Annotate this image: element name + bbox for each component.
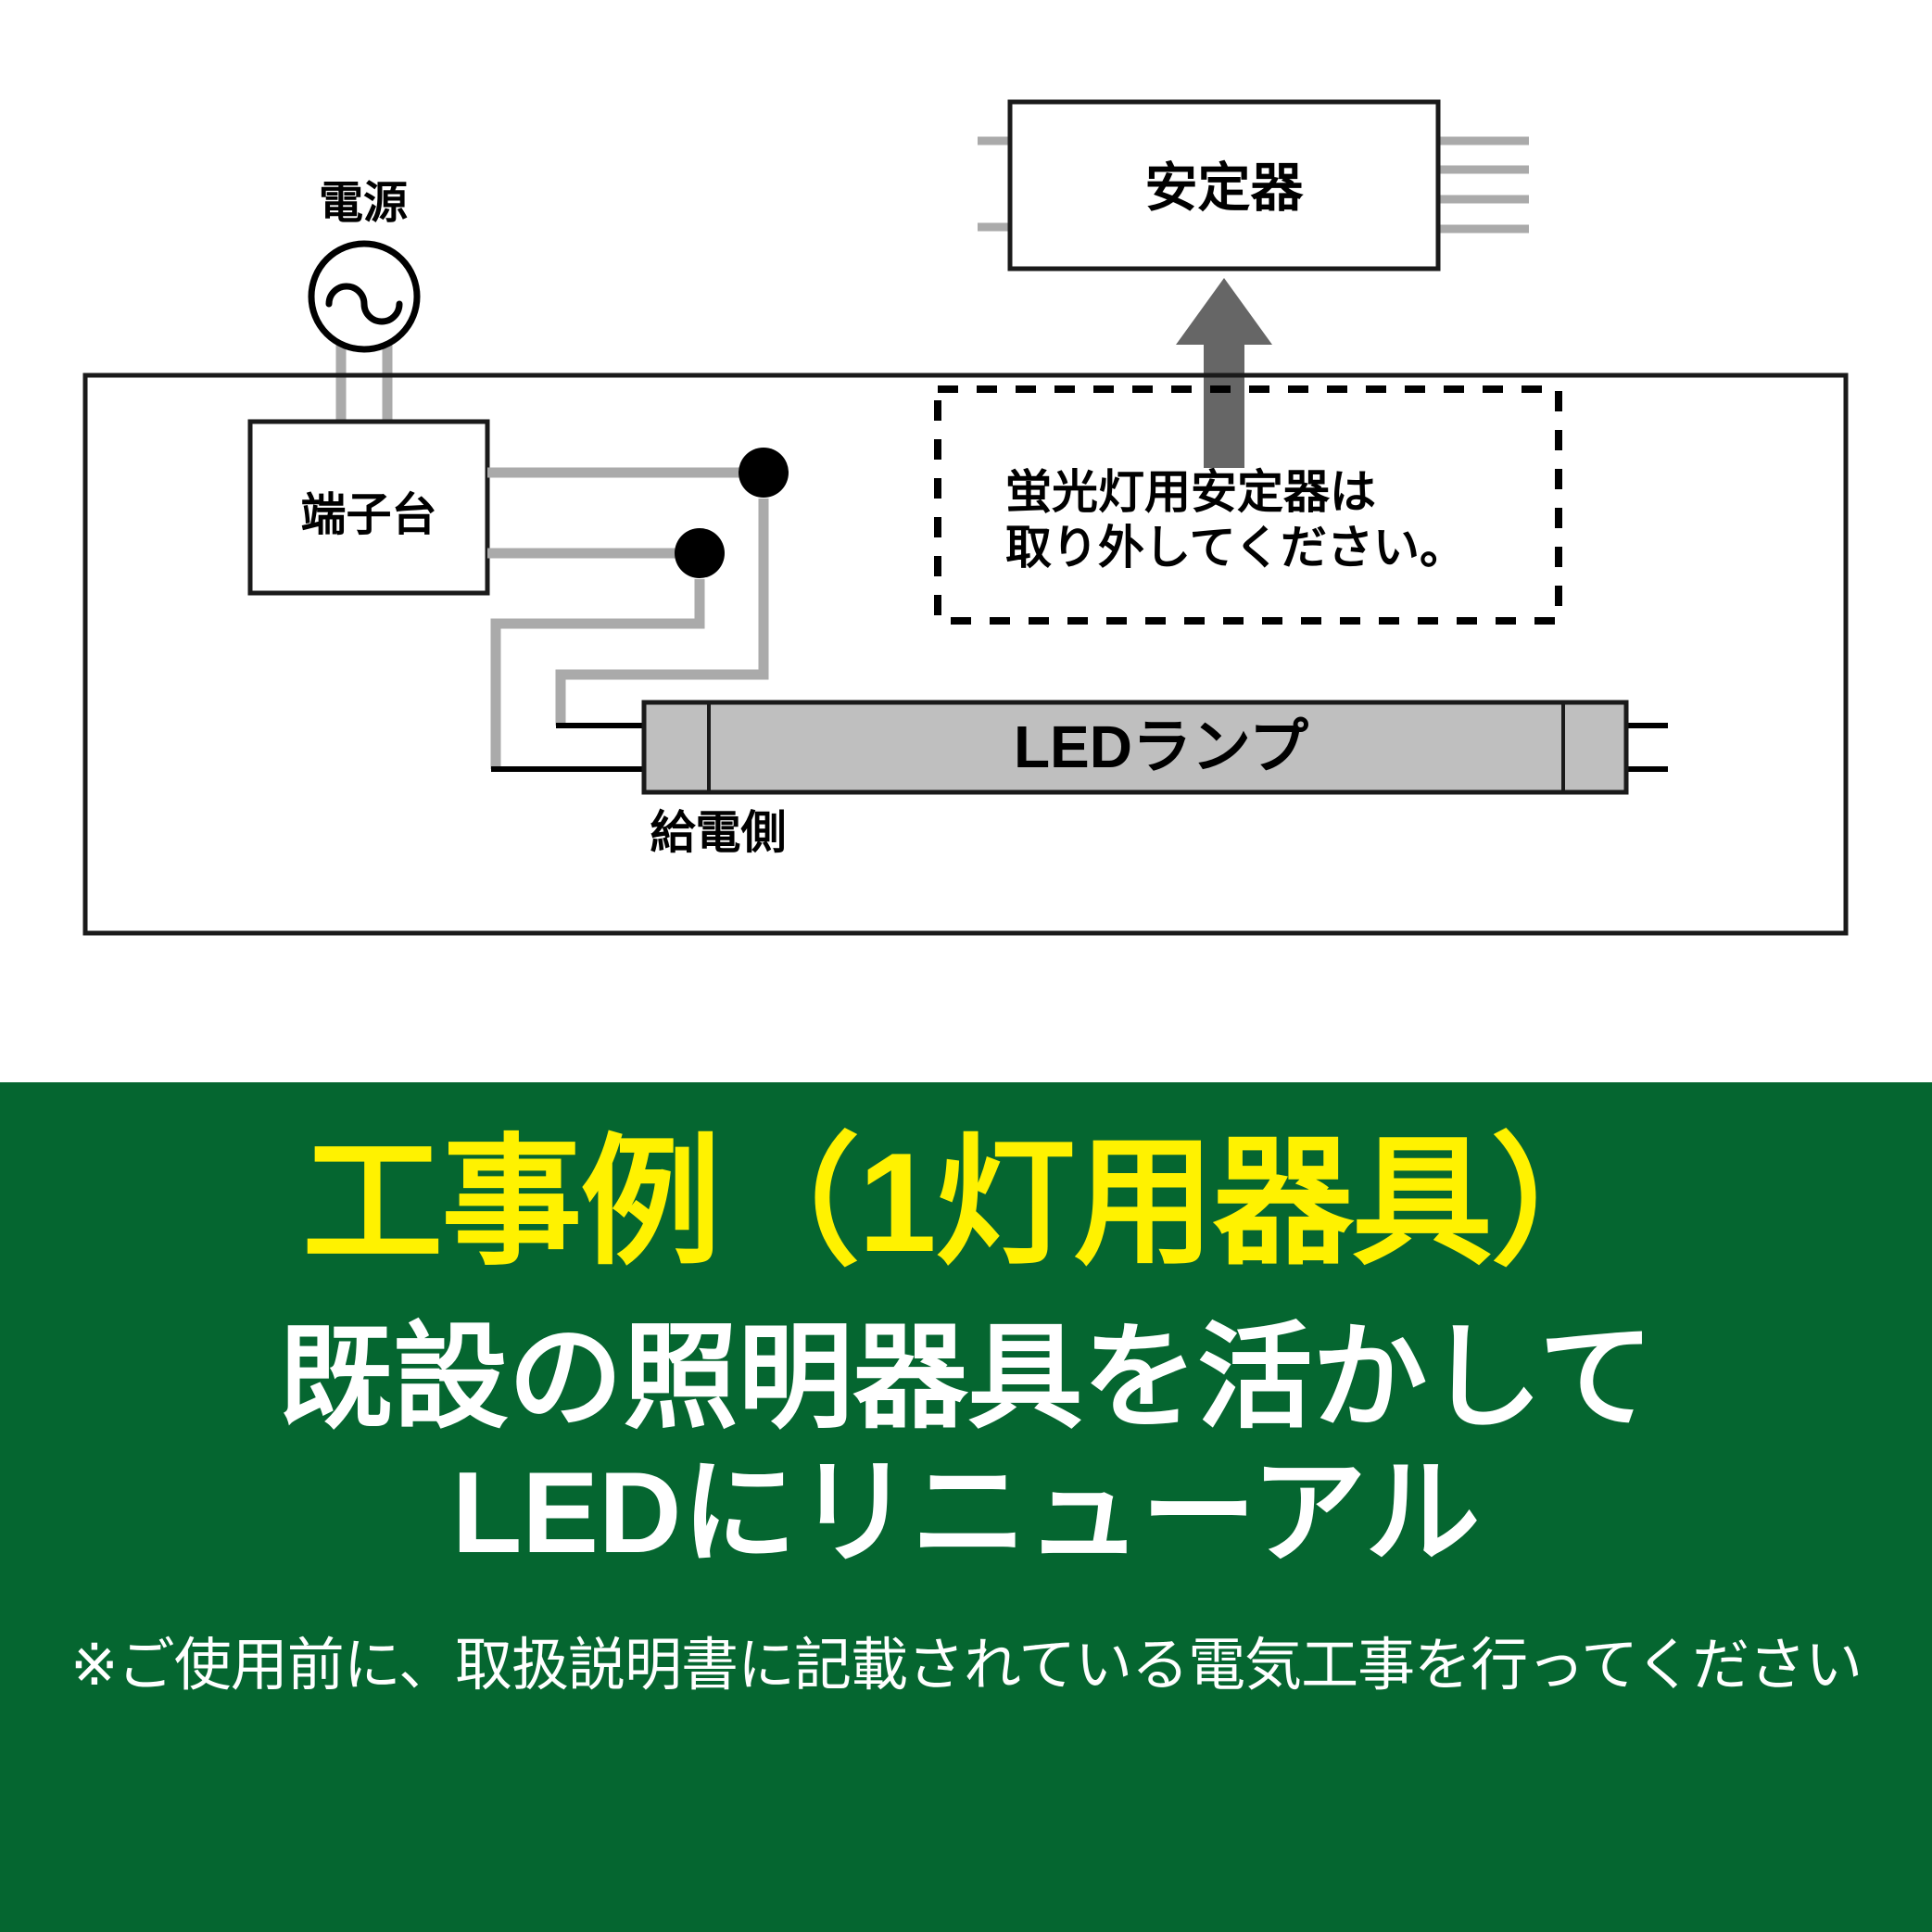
promo-subtitle-line-1: 既設の照明器具を活かして (278, 1314, 1654, 1442)
fixture-frame (82, 373, 1849, 936)
terminal-block-label: 端子台 (300, 490, 436, 540)
wire-node-b-to-lamp (490, 579, 705, 769)
feed-side-label: 給電側 (650, 808, 786, 858)
wiring-diagram: 安定器 電源 端子台 (82, 99, 1849, 936)
ac-sine-icon (325, 283, 403, 325)
ballast-group: 安定器 (978, 99, 1529, 271)
led-lamp-label: LEDランプ (1014, 713, 1308, 780)
lamp-pin-stubs (491, 723, 1668, 772)
promo-subtitle-line-2: LEDにリニューアル (451, 1448, 1481, 1577)
ballast-removal-note-line2: 取り外してください。 (1005, 522, 1466, 574)
junction-node-a (739, 448, 789, 498)
promo-title: 工事例（1灯用器具） (302, 1124, 1632, 1282)
promo-note: ※ご使用前に、取扱説明書に記載されている電気工事を行ってください (69, 1633, 1863, 1698)
ballast-removal-note: 蛍光灯用安定器は 取り外してください。 (934, 385, 1562, 625)
ballast-removal-note-line1: 蛍光灯用安定器は (1005, 466, 1376, 518)
led-lamp-body (641, 700, 1629, 795)
led-lamp-group: LEDランプ (641, 700, 1629, 795)
wire-node-a-to-lamp (555, 499, 769, 726)
junction-node-b (675, 528, 725, 578)
terminal-block-box (247, 419, 490, 596)
promo-panel: 工事例（1灯用器具） 既設の照明器具を活かして LEDにリニューアル ※ご使用前… (0, 1082, 1932, 1932)
power-source-label: 電源 (319, 179, 408, 228)
wiring-paths (487, 467, 769, 769)
ballast-label: 安定器 (1145, 158, 1305, 218)
terminal-block-group: 端子台 (247, 419, 490, 596)
ballast-box (1007, 99, 1441, 271)
power-source-group: 電源 (308, 179, 421, 428)
